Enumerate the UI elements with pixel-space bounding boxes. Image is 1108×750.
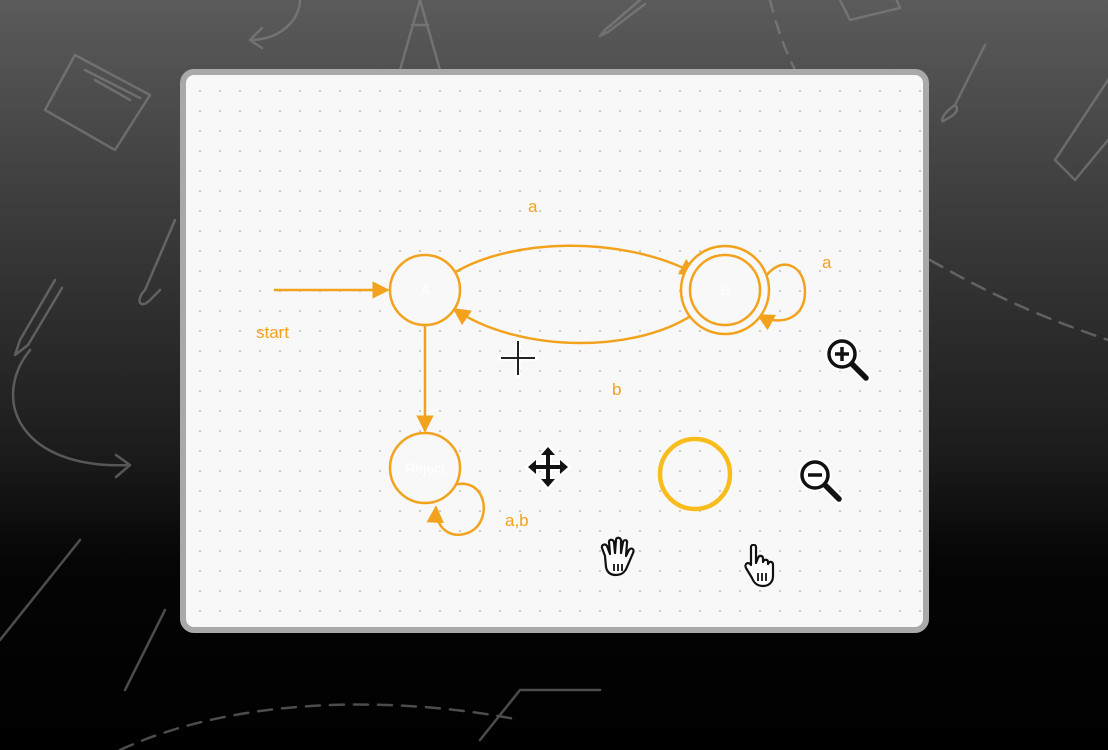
crosshair-cursor-icon — [498, 338, 538, 378]
arrow-doodle — [248, 0, 302, 50]
dashed-curve-doodle — [768, 0, 802, 82]
state-reject-label: Reject — [405, 460, 445, 476]
grab-hand-cursor-icon — [600, 536, 635, 577]
ruler-doodle — [838, 0, 902, 22]
transition-label-reject-self: a,b — [505, 511, 529, 530]
state-reject[interactable] — [388, 431, 462, 505]
pencil-doodle — [598, 0, 647, 38]
transition-label-b-to-a: b — [612, 380, 621, 399]
automaton-diagram: start a b a a,b A B Reject — [256, 197, 832, 536]
zoom-out-cursor-icon — [798, 458, 844, 504]
dashed-bottom-doodle — [118, 703, 522, 750]
move-cursor-icon — [524, 443, 572, 491]
transition-label-a-to-b: a — [528, 197, 538, 216]
state-b[interactable] — [679, 244, 771, 336]
pointer-hand-cursor-icon — [744, 544, 775, 588]
state-b-accepting-ring — [688, 253, 762, 327]
transition-label-b-self: a — [822, 253, 832, 272]
dashed-line-right-doodle — [928, 258, 1108, 342]
ruler-right-doodle — [1053, 78, 1108, 182]
transition-reject-self-loop — [426, 482, 486, 536]
pencil-bottom-left-doodle — [0, 538, 82, 642]
paintbrush-doodle — [940, 43, 987, 123]
start-label: start — [256, 323, 289, 342]
paintbrush-left-doodle — [138, 218, 177, 306]
book-bottom-doodle — [478, 688, 602, 742]
transition-a-to-b — [453, 244, 698, 276]
curved-arrow-doodle — [12, 348, 132, 479]
circle-tool-preview[interactable] — [657, 436, 733, 512]
diagram-canvas[interactable]: start a b a a,b A B Reject — [180, 69, 929, 633]
pencil-left-doodle — [13, 278, 64, 357]
laptop-doodle — [43, 53, 152, 152]
state-a[interactable] — [388, 253, 462, 327]
brush-bottom-doodle — [123, 608, 167, 692]
compass-doodle — [398, 0, 442, 72]
state-b-label: B — [720, 282, 729, 298]
transition-b-to-a — [452, 307, 699, 345]
zoom-in-cursor-icon — [825, 337, 871, 383]
state-a-label: A — [420, 282, 430, 298]
transition-b-self-loop — [756, 263, 807, 331]
